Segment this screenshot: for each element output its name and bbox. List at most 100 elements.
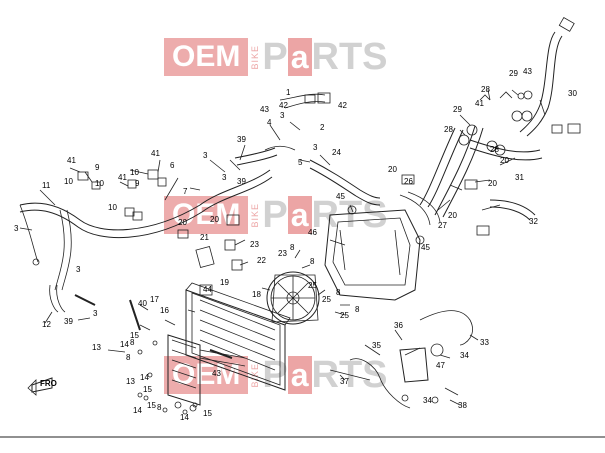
callout-15: 15 — [130, 331, 139, 340]
callout-1: 1 — [286, 88, 291, 97]
callout-32: 32 — [529, 217, 538, 226]
callout-25: 25 — [308, 281, 317, 290]
callout-17: 17 — [150, 295, 159, 304]
callout-19: 19 — [220, 278, 229, 287]
callout-14: 14 — [133, 406, 142, 415]
callout-30: 30 — [568, 89, 577, 98]
watermark-p: P — [262, 194, 288, 236]
callout-16: 16 — [160, 306, 169, 315]
callout-7: 7 — [183, 187, 188, 196]
callout-10: 10 — [130, 168, 139, 177]
callout-3: 3 — [76, 265, 81, 274]
callout-47: 47 — [436, 361, 445, 370]
callout-35: 35 — [372, 341, 381, 350]
callout-14: 14 — [140, 373, 149, 382]
watermark-rts: RTS — [311, 194, 388, 236]
callout-4: 4 — [267, 118, 272, 127]
callout-39: 39 — [64, 317, 73, 326]
callout-37: 37 — [340, 377, 349, 386]
callout-23: 23 — [250, 240, 259, 249]
watermark-oem: OEM — [164, 38, 249, 76]
callout-33: 33 — [480, 338, 489, 347]
callout-8: 8 — [355, 305, 360, 314]
callout-3: 3 — [313, 143, 318, 152]
callout-36: 36 — [394, 321, 403, 330]
callout-31: 31 — [515, 173, 524, 182]
callout-10: 10 — [108, 203, 117, 212]
callout-3: 3 — [93, 309, 98, 318]
callout-14: 14 — [180, 413, 189, 422]
callout-3: 3 — [203, 151, 208, 160]
callout-38: 38 — [458, 401, 467, 410]
callout-26: 26 — [404, 177, 413, 186]
callout-13: 13 — [92, 343, 101, 352]
callout-44: 44 — [203, 285, 212, 294]
callout-labels: 1 2 3 3 3 3 3 3 3 4 5 6 7 8 8 8 8 8 8 8 … — [14, 67, 577, 422]
callout-45: 45 — [336, 192, 345, 201]
callout-43: 43 — [523, 67, 532, 76]
callout-8: 8 — [126, 353, 131, 362]
callout-29: 29 — [509, 69, 518, 78]
callout-11: 11 — [42, 181, 51, 190]
callout-41: 41 — [67, 156, 76, 165]
callout-8: 8 — [310, 257, 315, 266]
callout-8: 8 — [290, 243, 295, 252]
callout-22: 22 — [257, 256, 266, 265]
callout-15: 15 — [203, 409, 212, 418]
watermark-a: a — [287, 38, 312, 76]
callout-28: 28 — [444, 125, 453, 134]
callout-39: 39 — [237, 177, 246, 186]
callout-3: 3 — [14, 224, 19, 233]
callout-6: 6 — [170, 161, 175, 170]
watermark-p: P — [262, 36, 288, 78]
callout-41: 41 — [151, 149, 160, 158]
callout-45: 45 — [421, 243, 430, 252]
callout-28: 28 — [490, 145, 499, 154]
watermark-top: OEM BIKE P a RTS — [164, 38, 388, 76]
callout-8: 8 — [157, 403, 162, 412]
callout-3: 3 — [280, 111, 285, 120]
callout-2: 2 — [320, 123, 325, 132]
callout-10: 10 — [95, 179, 104, 188]
callout-14: 14 — [120, 340, 129, 349]
watermark-oem: OEM — [164, 196, 249, 234]
callout-27: 27 — [438, 221, 447, 230]
front-arrow-label: FRO — [40, 379, 57, 388]
callout-8: 8 — [336, 288, 341, 297]
callout-34: 34 — [423, 396, 432, 405]
watermark-a: a — [287, 196, 312, 234]
watermark-bottom: OEM BIKE P a RTS — [164, 356, 388, 394]
callout-20: 20 — [178, 218, 187, 227]
watermark-a: a — [287, 356, 312, 394]
watermark-p: P — [262, 354, 288, 396]
callout-13: 13 — [126, 377, 135, 386]
callout-20: 20 — [488, 179, 497, 188]
callout-20: 20 — [448, 211, 457, 220]
callout-41: 41 — [118, 173, 127, 182]
callout-21: 21 — [200, 233, 209, 242]
callout-15: 15 — [143, 385, 152, 394]
callout-9: 9 — [95, 163, 100, 172]
callout-40: 40 — [138, 299, 147, 308]
callout-9: 9 — [135, 179, 140, 188]
callout-20: 20 — [388, 165, 397, 174]
callout-43: 43 — [212, 369, 221, 378]
callout-8: 8 — [130, 338, 135, 347]
callout-10: 10 — [64, 177, 73, 186]
diagram-linework — [0, 16, 605, 438]
callout-29: 29 — [453, 105, 462, 114]
callout-3: 3 — [222, 173, 227, 182]
callout-34: 34 — [460, 351, 469, 360]
callout-23: 23 — [278, 249, 287, 258]
callout-18: 18 — [252, 290, 261, 299]
callout-28: 28 — [481, 85, 490, 94]
callout-39: 39 — [237, 135, 246, 144]
callout-25: 25 — [340, 311, 349, 320]
callout-12: 12 — [42, 320, 51, 329]
callout-24: 24 — [332, 148, 341, 157]
callout-20: 20 — [500, 156, 509, 165]
callout-42: 42 — [279, 101, 288, 110]
watermark-rts: RTS — [311, 36, 388, 78]
watermark-middle: OEM BIKE P a RTS — [164, 196, 388, 234]
